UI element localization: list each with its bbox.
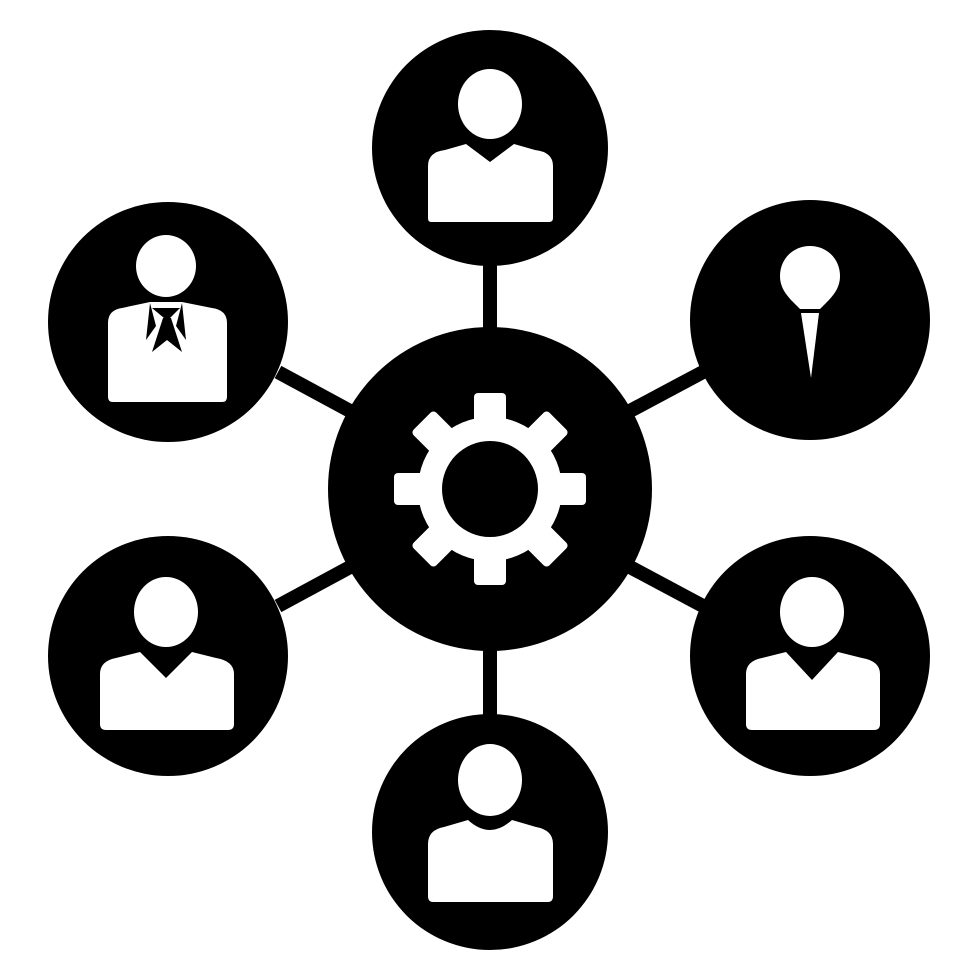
connector-bottom-right <box>624 559 707 613</box>
node-bottom <box>372 714 608 950</box>
idea-bulb-icon <box>780 246 840 378</box>
connector-top-right <box>624 365 707 419</box>
person-icon <box>100 577 234 730</box>
gear-icon <box>394 393 586 585</box>
connector-bottom-left <box>274 559 356 613</box>
node-bottom-left <box>48 536 288 776</box>
node-circle <box>690 536 930 776</box>
node-circle <box>372 30 608 266</box>
person-icon <box>746 577 880 730</box>
node-bottom-right <box>690 536 930 776</box>
node-circle <box>48 536 288 776</box>
person-icon <box>428 69 553 222</box>
connector-top-left <box>274 365 356 419</box>
businessman-icon <box>108 235 227 402</box>
hub-node <box>328 327 652 651</box>
node-top-left <box>48 202 288 442</box>
person-icon <box>428 744 553 902</box>
node-top-right <box>690 200 930 440</box>
node-top <box>372 30 608 266</box>
connector-lines <box>274 265 707 715</box>
